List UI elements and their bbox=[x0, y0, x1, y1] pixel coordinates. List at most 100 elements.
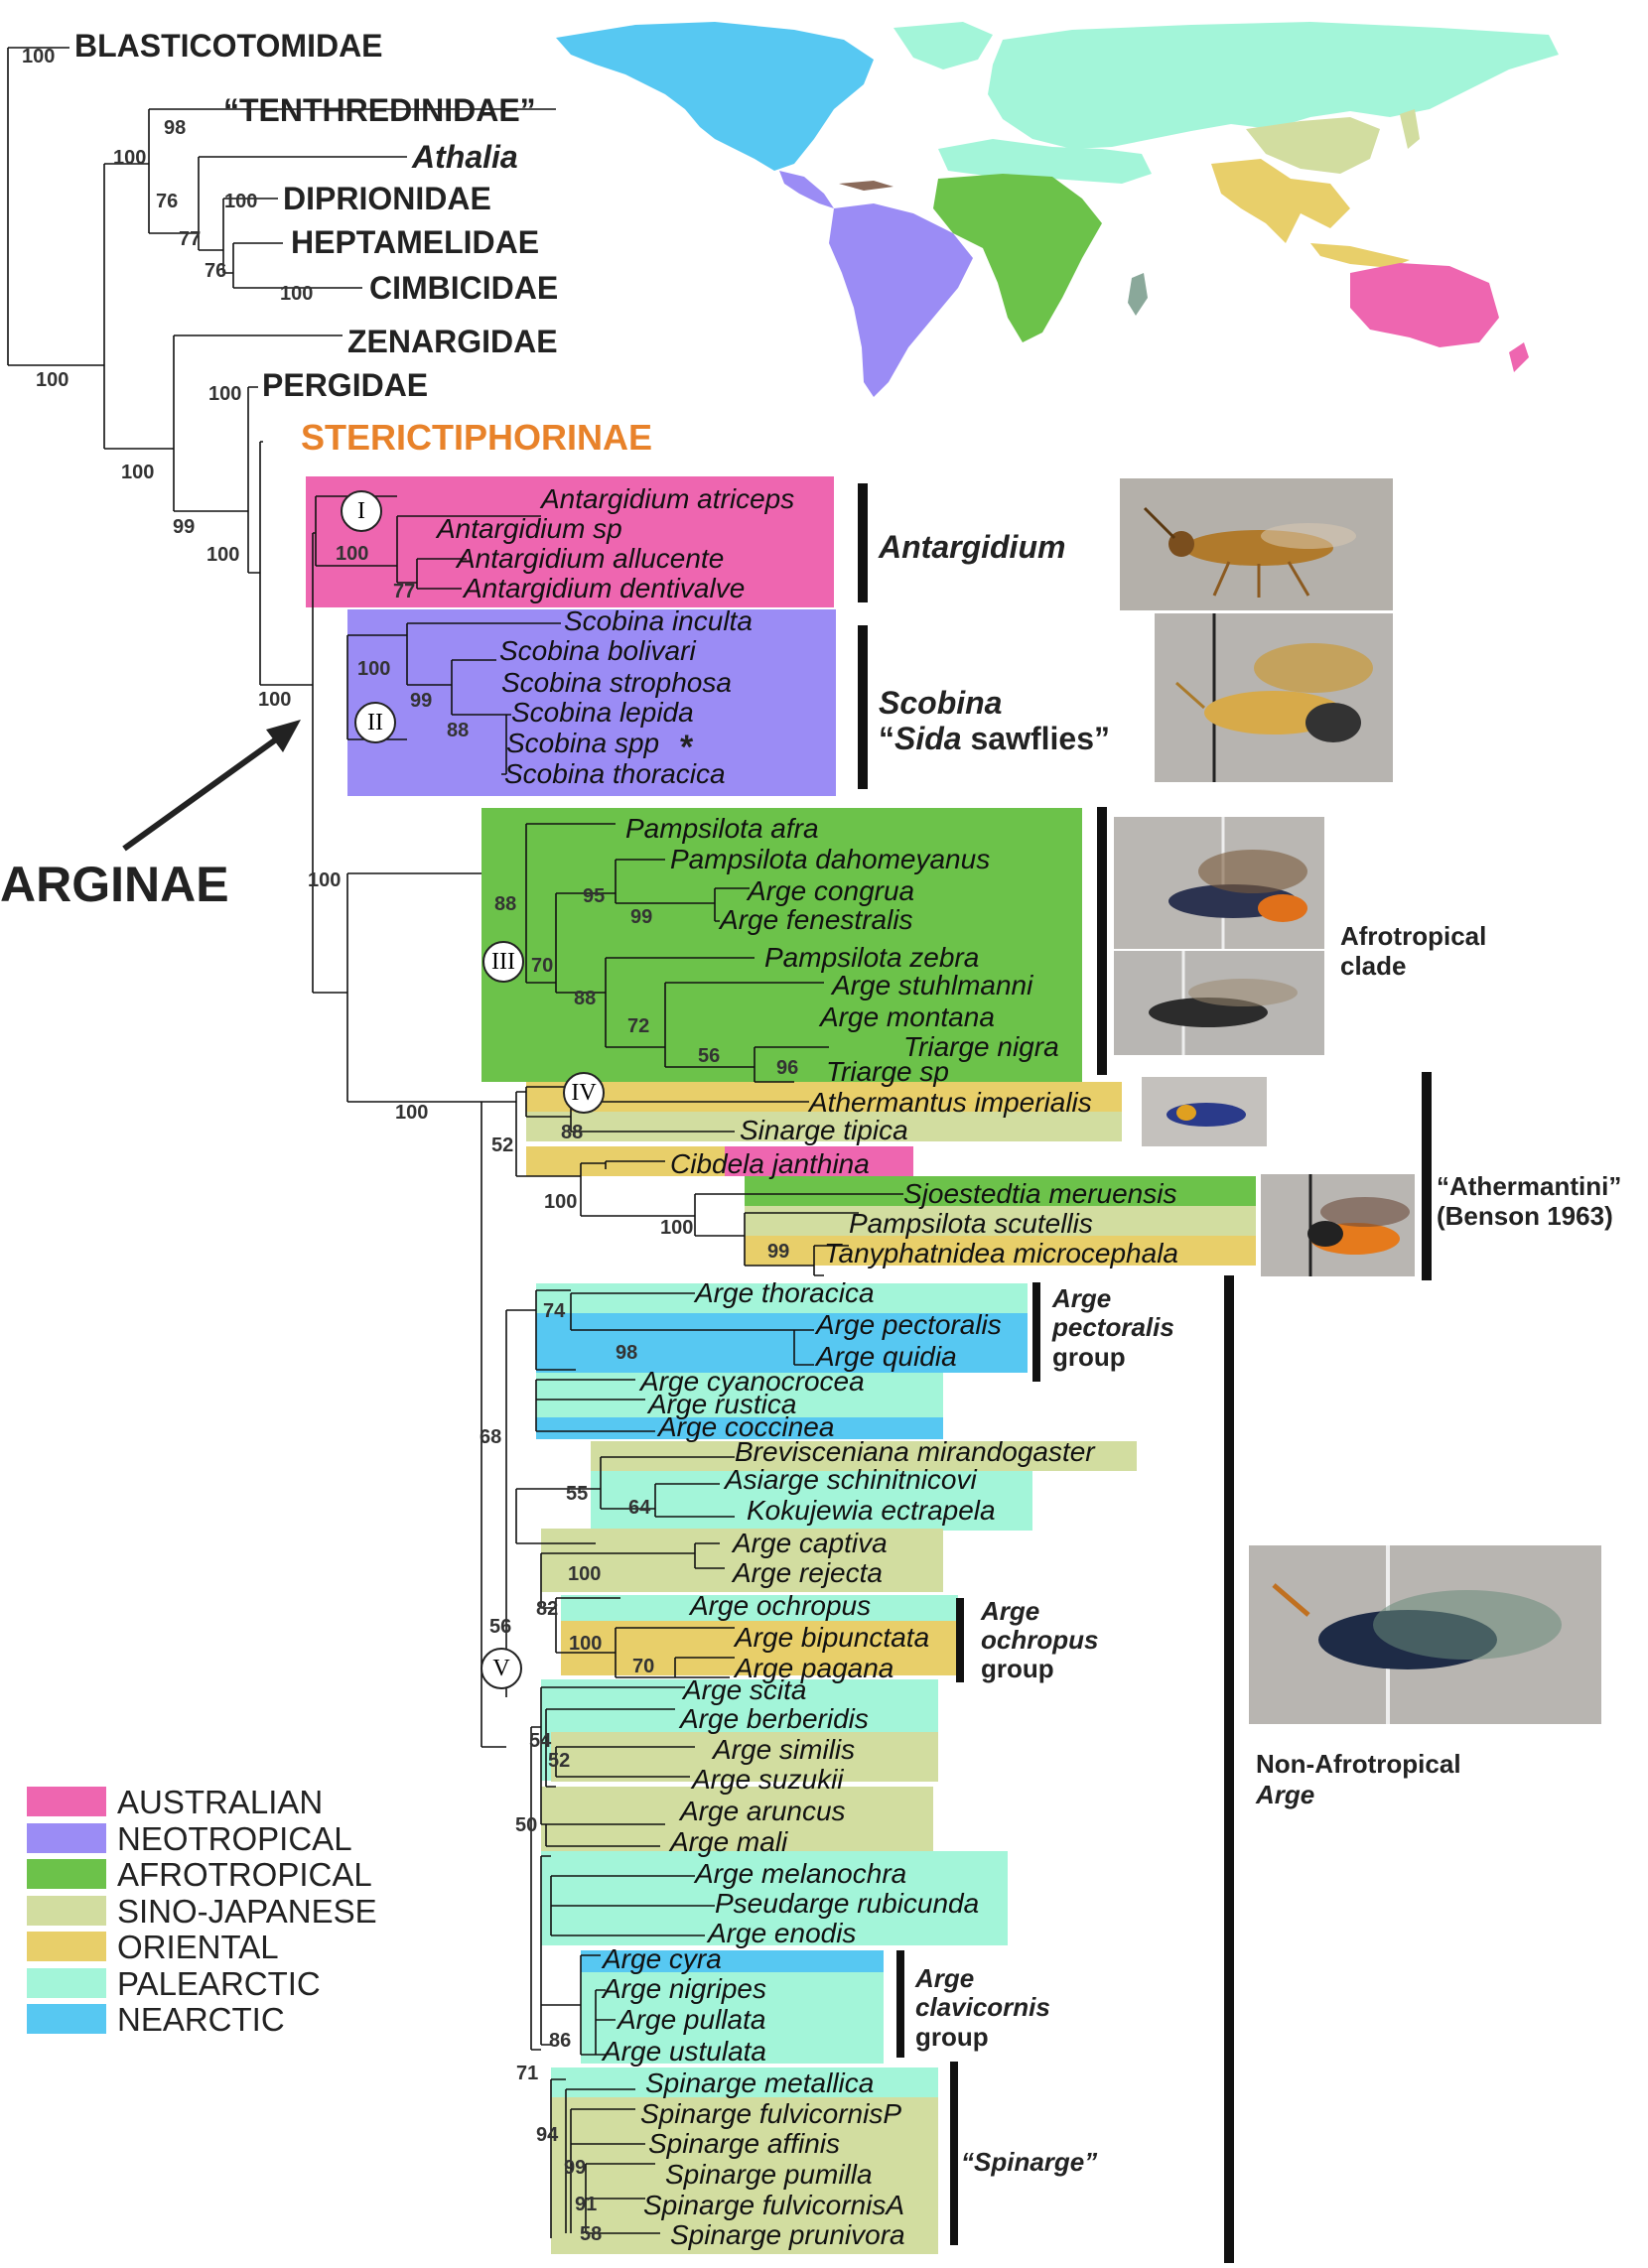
clade-numeral-ii: II bbox=[354, 702, 396, 743]
specimen-photo-afrotropical-2 bbox=[1114, 951, 1324, 1055]
taxon-label: Sinarge tipica bbox=[740, 1115, 908, 1145]
taxon-label: Pampsilota dahomeyanus bbox=[670, 844, 991, 874]
taxon-label: Arge suzukii bbox=[692, 1764, 844, 1795]
group-label-scobina: Scobina bbox=[879, 685, 1003, 721]
taxon-label: Spinarge pumilla bbox=[665, 2159, 873, 2190]
clade-boxes bbox=[306, 476, 1256, 2254]
legend-swatch-nearctic bbox=[27, 2004, 106, 2034]
support-value: 50 bbox=[515, 1814, 538, 1836]
legend-swatch-sino-japanese bbox=[27, 1896, 106, 1926]
legend-label: AUSTRALIAN bbox=[117, 1784, 324, 1820]
taxon-label: Arge captiva bbox=[733, 1528, 888, 1558]
taxon-label: Arge pagana bbox=[735, 1653, 894, 1683]
family-cimbicidae: CIMBICIDAE bbox=[369, 270, 559, 306]
taxon-label: Scobina spp bbox=[506, 728, 660, 758]
group-label-spinarge: “Spinarge” bbox=[961, 2147, 1098, 2177]
taxon-label: Arge ochropus bbox=[690, 1590, 872, 1621]
taxon-label: Pampsilota afra bbox=[625, 813, 819, 844]
group-label-arge: Arge bbox=[1256, 1780, 1315, 1809]
support-value: 96 bbox=[776, 1057, 799, 1079]
specimen-photo-scobina bbox=[1155, 613, 1393, 782]
map-north-africa bbox=[938, 139, 1152, 184]
support-value: 100 bbox=[280, 283, 314, 305]
support-value: 99 bbox=[410, 690, 433, 712]
taxon-label: Arge similis bbox=[713, 1734, 856, 1765]
family-diprionidae: DIPRIONIDAE bbox=[283, 181, 491, 216]
specimen-photo-non-afrotropical-arge bbox=[1249, 1545, 1601, 1724]
taxon-label: Arge cyanocrocea bbox=[640, 1366, 865, 1397]
taxon-label: Scobina lepida bbox=[511, 697, 694, 728]
group-label-sida: “Sida sawflies” bbox=[879, 721, 1110, 757]
legend-label: ORIENTAL bbox=[117, 1929, 279, 1965]
taxon-label: Spinarge affinis bbox=[648, 2128, 841, 2159]
taxon-label: Arge stuhlmanni bbox=[832, 970, 1033, 1001]
support-value: 74 bbox=[543, 1300, 566, 1322]
specimen-photo-athermantus bbox=[1142, 1077, 1267, 1146]
taxon-label: Scobina strophosa bbox=[501, 667, 732, 698]
asterisk-mark: * bbox=[680, 729, 694, 766]
clade-numeral-iv: IV bbox=[563, 1072, 605, 1114]
taxon-label: Arge pectoralis bbox=[816, 1309, 1002, 1340]
taxon-label: Pampsilota zebra bbox=[764, 942, 980, 973]
support-value: 52 bbox=[491, 1134, 514, 1156]
group-label-ochropus-2: ochropus bbox=[981, 1625, 1099, 1655]
taxon-label: Antargidium dentivalve bbox=[464, 573, 746, 603]
map-sino-japanese bbox=[1246, 117, 1380, 174]
taxon-label: Antargidium sp bbox=[437, 513, 622, 544]
taxon-label: Antargidium atriceps bbox=[541, 483, 795, 514]
group-label-pectoralis-3: group bbox=[1052, 1342, 1126, 1372]
support-value: 70 bbox=[632, 1656, 655, 1677]
group-label-pectoralis-2: pectoralis bbox=[1052, 1312, 1174, 1342]
taxon-label: Pampsilota scutellis bbox=[849, 1208, 1093, 1239]
support-value: 100 bbox=[22, 46, 56, 67]
legend-label: NEARCTIC bbox=[117, 2001, 285, 2038]
taxon-label: Antargidium allucente bbox=[457, 543, 725, 574]
support-value: 100 bbox=[208, 383, 242, 405]
support-value: 86 bbox=[549, 2030, 572, 2052]
group-label-antargidium: Antargidium bbox=[879, 529, 1066, 565]
taxon-label: Arge rustica bbox=[648, 1389, 797, 1419]
support-value: 88 bbox=[494, 893, 517, 915]
taxon-label: Arge fenestralis bbox=[720, 904, 913, 935]
support-value: 100 bbox=[258, 689, 292, 711]
taxon-label: Spinarge fulvicornisP bbox=[640, 2098, 902, 2129]
map-oriental bbox=[1211, 159, 1350, 243]
taxon-label: Arge enodis bbox=[708, 1918, 857, 1948]
taxon-label: Athermantus imperialis bbox=[809, 1087, 1092, 1118]
support-value: 82 bbox=[536, 1598, 559, 1620]
clade-numeral-i: I bbox=[341, 490, 382, 532]
taxon-label: Triarge nigra bbox=[903, 1031, 1059, 1062]
group-label-ochropus-1: Arge bbox=[981, 1596, 1040, 1626]
support-value: 100 bbox=[36, 369, 69, 391]
support-value: 100 bbox=[224, 191, 258, 212]
map-central-america bbox=[779, 171, 834, 208]
support-value: 76 bbox=[205, 260, 227, 282]
map-palearctic bbox=[988, 22, 1559, 149]
taxon-label: Spinarge prunivora bbox=[670, 2219, 905, 2250]
support-value: 77 bbox=[393, 581, 416, 602]
taxon-label: Arge aruncus bbox=[680, 1796, 846, 1826]
group-label-ochropus-3: group bbox=[981, 1654, 1054, 1683]
support-value: 71 bbox=[516, 2063, 539, 2084]
support-value: 91 bbox=[575, 2194, 598, 2215]
map-nearctic bbox=[556, 22, 874, 171]
tree-branches bbox=[7, 47, 903, 2238]
taxon-label: Arge cyra bbox=[603, 1943, 722, 1974]
legend-label: SINO-JAPANESE bbox=[117, 1893, 377, 1930]
map-neotropical bbox=[829, 203, 973, 397]
support-value: 100 bbox=[113, 147, 147, 169]
legend-label: PALEARCTIC bbox=[117, 1965, 321, 2002]
support-value: 64 bbox=[628, 1497, 651, 1519]
support-value: 88 bbox=[574, 988, 597, 1009]
taxon-label: Tanyphatnidea microcephala bbox=[824, 1238, 1178, 1268]
support-value: 100 bbox=[544, 1191, 578, 1213]
clade-numeral-iii: III bbox=[482, 941, 524, 983]
family-tenthredinidae: “TENTHREDINIDAE” bbox=[223, 92, 536, 128]
taxon-label: Brevisceniana mirandogaster bbox=[735, 1436, 1095, 1467]
taxon-label: Arge melanochra bbox=[695, 1858, 907, 1889]
specimen-photo-antargidium bbox=[1120, 478, 1393, 610]
support-value: 100 bbox=[660, 1217, 694, 1239]
taxon-label: Arge quidia bbox=[816, 1341, 957, 1372]
